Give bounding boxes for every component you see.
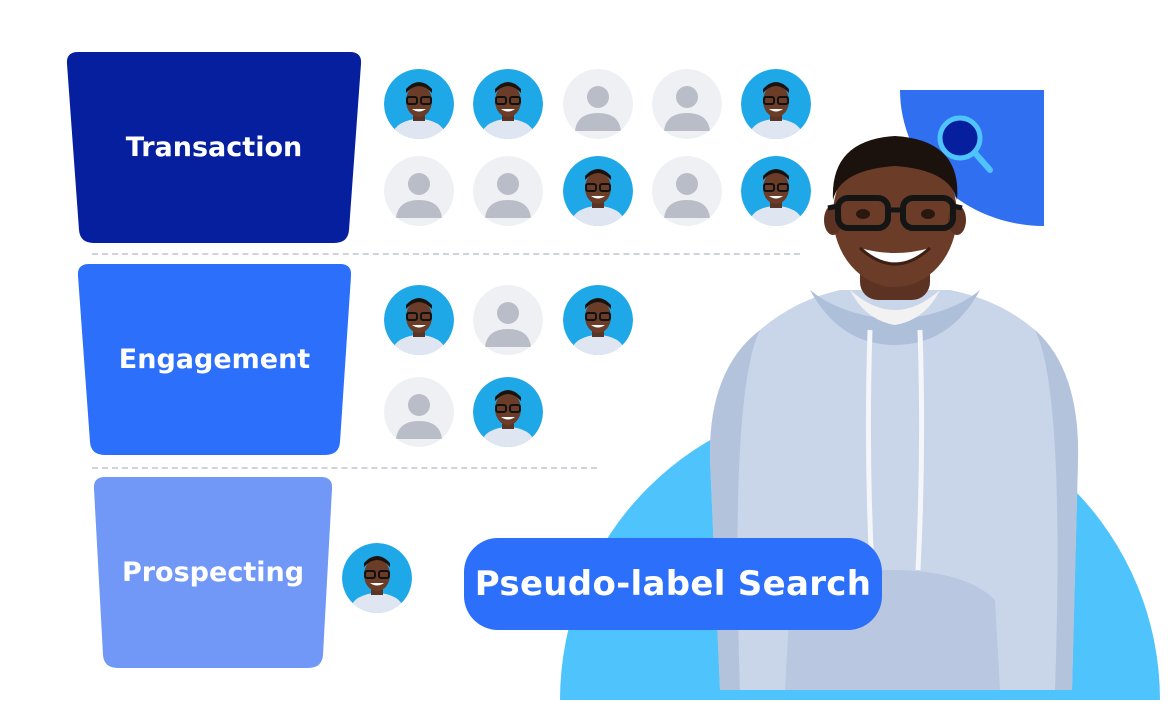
tier-label: Prospecting bbox=[121, 557, 305, 588]
tier-shape bbox=[93, 477, 333, 668]
customer-avatar bbox=[384, 285, 454, 355]
customer-avatar bbox=[473, 377, 543, 447]
customer-avatar bbox=[384, 69, 454, 139]
divider bbox=[92, 467, 597, 469]
search-icon bbox=[937, 115, 993, 173]
user-placeholder-icon bbox=[384, 156, 454, 226]
tier-transaction: Transaction bbox=[66, 52, 362, 243]
tier-label: Transaction bbox=[125, 132, 303, 163]
pseudo-label-search-label: Pseudo-label Search bbox=[474, 564, 872, 604]
tier-engagement: Engagement bbox=[77, 264, 352, 455]
user-placeholder-icon bbox=[473, 156, 543, 226]
customer-avatar bbox=[741, 156, 811, 226]
customer-avatar bbox=[342, 543, 412, 613]
user-placeholder-icon bbox=[473, 285, 543, 355]
customer-avatar bbox=[563, 285, 633, 355]
tier-label: Engagement bbox=[118, 344, 311, 375]
divider bbox=[92, 253, 800, 255]
pseudo-label-search-button[interactable]: Pseudo-label Search bbox=[464, 538, 882, 630]
customer-avatar bbox=[473, 69, 543, 139]
tier-shape bbox=[66, 52, 362, 243]
tier-prospecting: Prospecting bbox=[93, 477, 333, 668]
search-badge bbox=[900, 90, 1044, 226]
customer-avatar bbox=[563, 156, 633, 226]
user-placeholder-icon bbox=[652, 69, 722, 139]
user-placeholder-icon bbox=[563, 69, 633, 139]
user-placeholder-icon bbox=[384, 377, 454, 447]
user-placeholder-icon bbox=[652, 156, 722, 226]
tier-shape bbox=[77, 264, 352, 455]
customer-avatar bbox=[741, 69, 811, 139]
